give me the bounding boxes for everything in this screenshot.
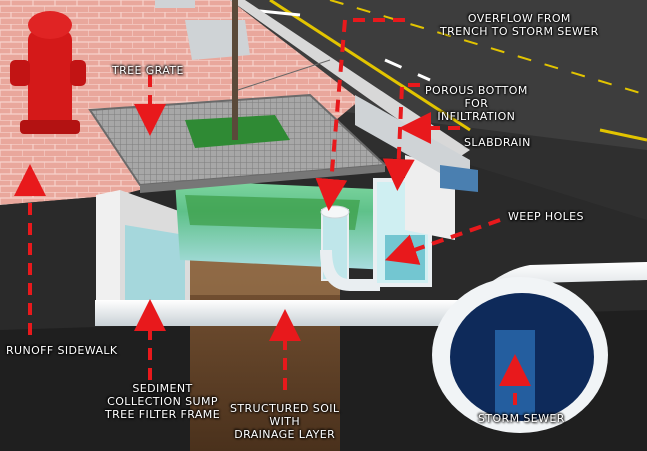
bench	[155, 0, 195, 8]
label-overflow-line-1: OVERFLOW FROM	[467, 12, 571, 25]
chamber-water	[385, 235, 425, 280]
label-overflow-line-2: TRENCH TO STORM SEWER	[440, 25, 599, 38]
label-porous-line-3: INFILTRATION	[437, 110, 516, 123]
overflow-arrow	[315, 18, 405, 211]
label-soil-line-3: DRAINAGE LAYER	[234, 428, 336, 441]
connector-pipe	[470, 262, 647, 305]
label-porous-line-2: FOR	[464, 97, 489, 110]
label-porous: POROUS BOTTOM FOR INFILTRATION	[425, 84, 528, 123]
label-sediment-line-1: SEDIMENT	[132, 382, 193, 395]
riser-top	[320, 205, 350, 219]
label-porous-line-1: POROUS BOTTOM	[425, 84, 528, 97]
label-runoff-sidewalk: RUNOFF SIDEWALK	[6, 344, 118, 357]
riser-elbow	[320, 249, 380, 291]
fire-hydrant	[10, 11, 86, 134]
label-storm-sewer: STORM SEWER	[478, 412, 565, 425]
label-slabdrain: SLABDRAIN	[464, 136, 531, 149]
bike-lane-line	[384, 58, 431, 82]
grate-edge	[140, 165, 385, 193]
road-edge-line	[269, 0, 471, 132]
label-structured-soil: STRUCTURED SOIL WITH DRAINAGE LAYER	[230, 402, 339, 441]
weep-holes-arrow	[384, 218, 501, 265]
label-tree-grate: TREE GRATE	[112, 64, 184, 77]
slabdrain-channel	[440, 165, 478, 192]
road-marking	[599, 128, 647, 142]
label-sediment-line-3: TREE FILTER FRAME	[105, 408, 221, 421]
tree-guy-wire	[237, 59, 331, 91]
label-sediment-line-2: COLLECTION SUMP	[107, 395, 218, 408]
label-overflow: OVERFLOW FROM TRENCH TO STORM SEWER	[440, 12, 599, 38]
tree-trunk	[232, 0, 238, 140]
sediment-sump-water	[125, 225, 185, 315]
label-soil-line-2: WITH	[269, 415, 301, 428]
label-soil-line-1: STRUCTURED SOIL	[230, 402, 340, 415]
annotation-arrows	[14, 18, 531, 405]
planter-box	[185, 20, 250, 60]
label-weep-holes: WEEP HOLES	[508, 210, 584, 223]
frame-left-wall	[96, 190, 120, 325]
porous-arrow	[382, 83, 420, 191]
street	[230, 0, 647, 150]
label-sediment: SEDIMENT COLLECTION SUMP TREE FILTER FRA…	[105, 382, 220, 421]
